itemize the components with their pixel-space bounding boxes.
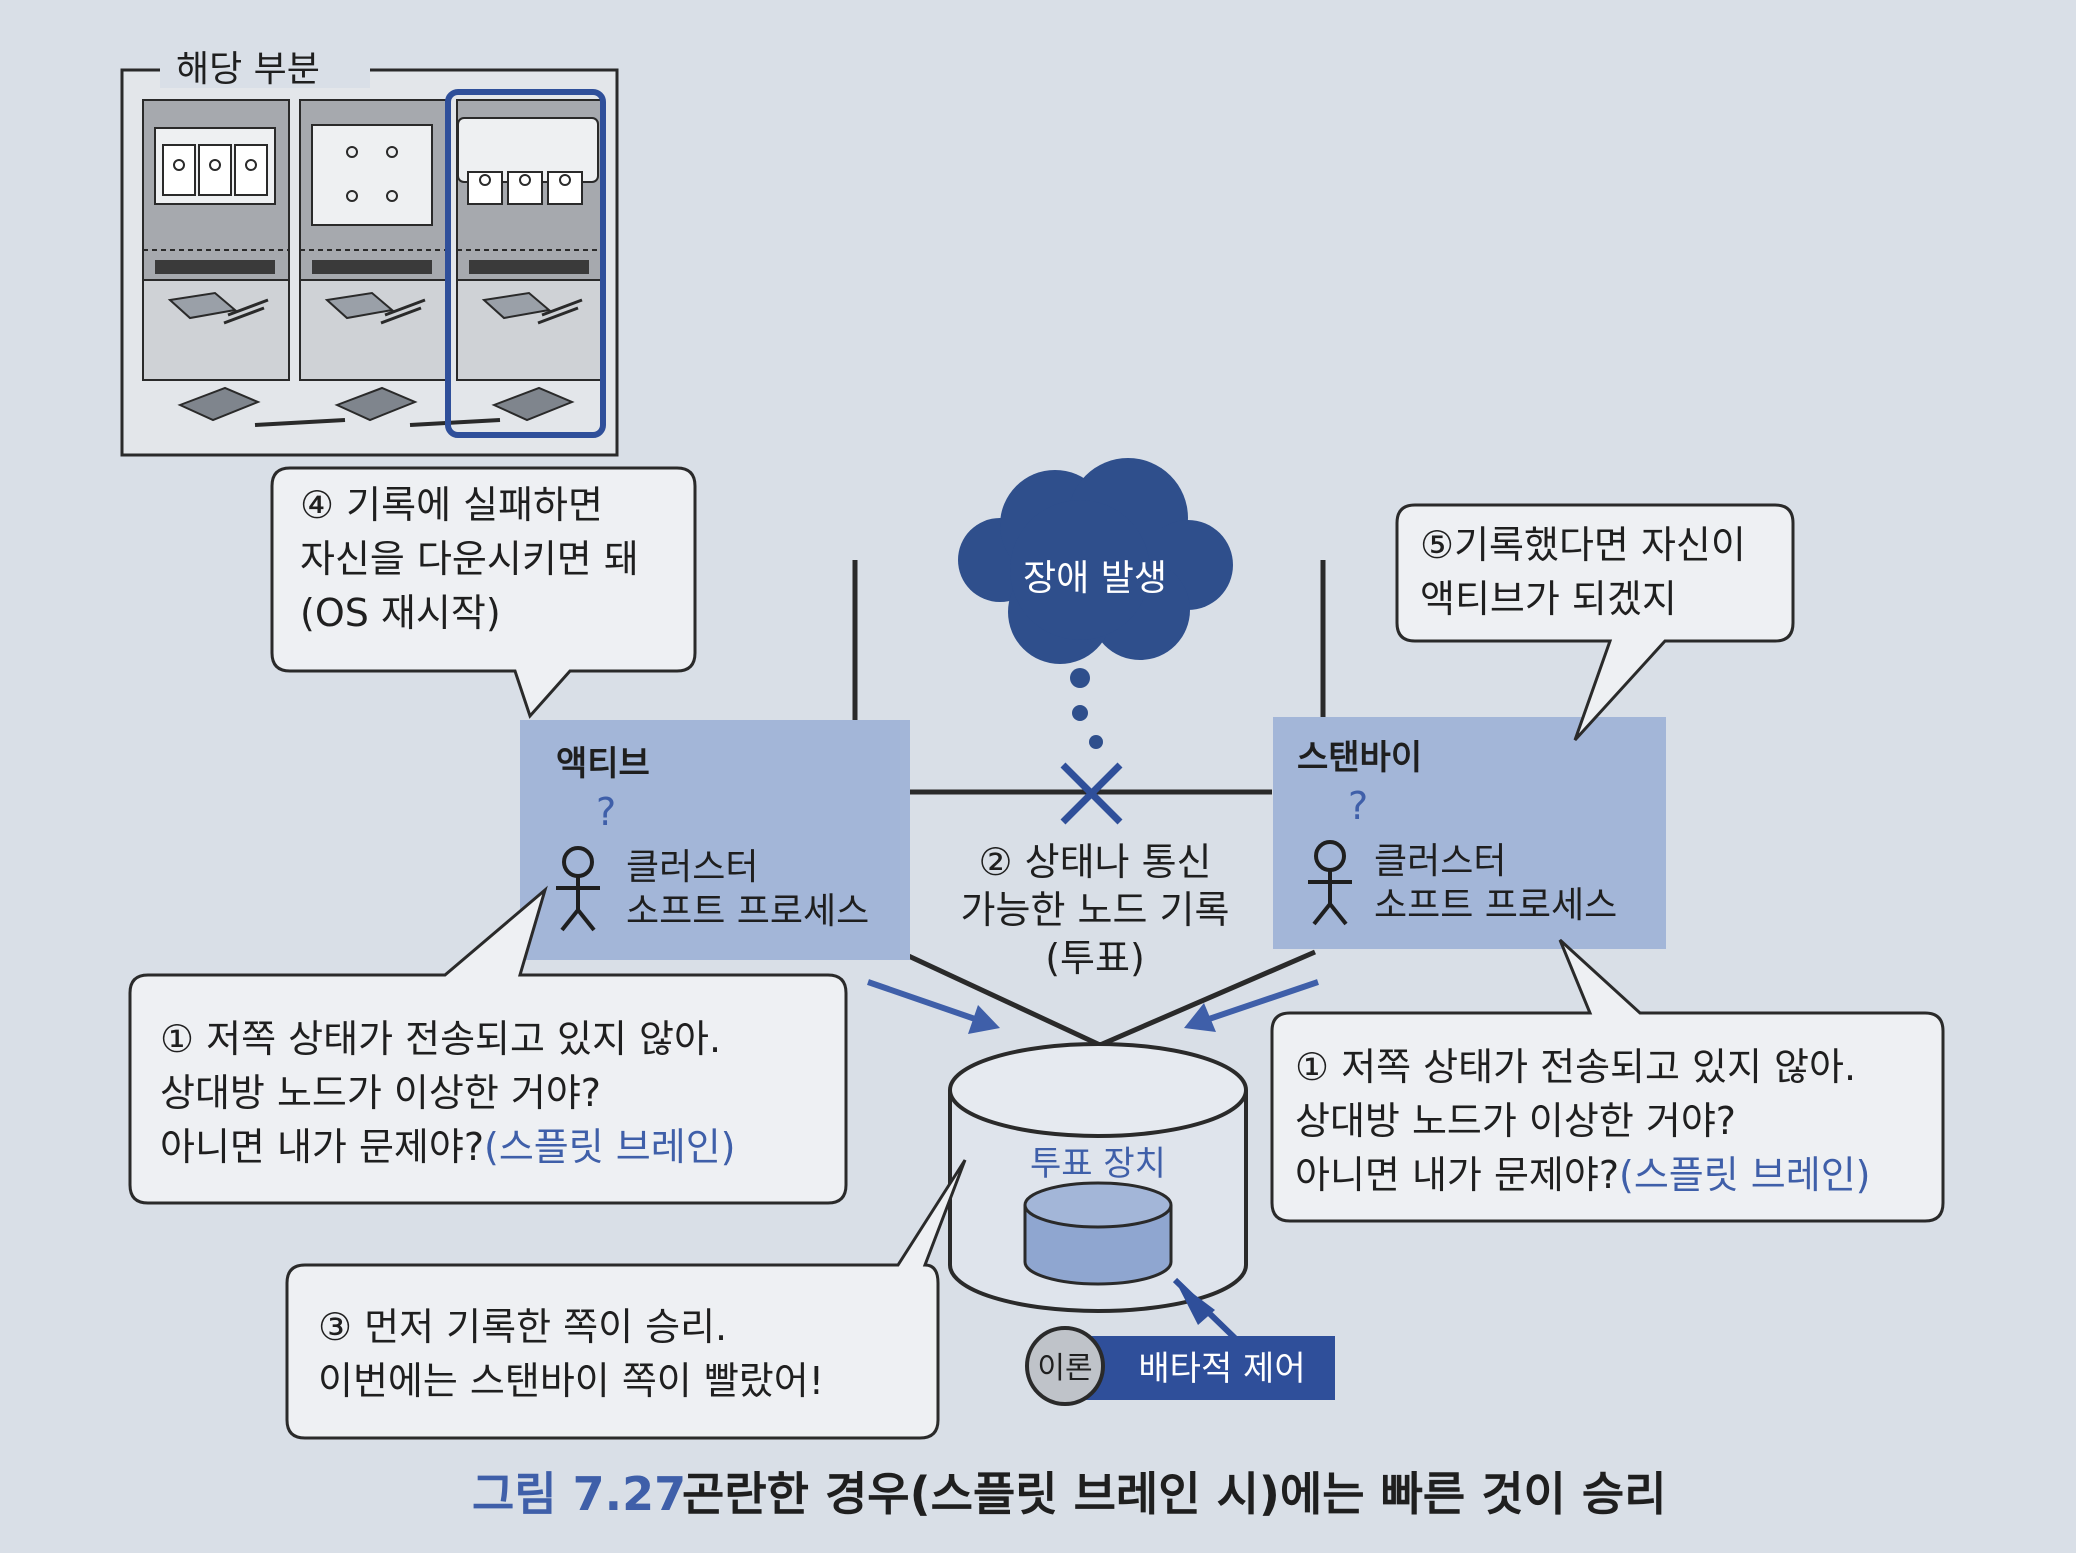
bubble-step4: ④ 기록에 실패하면 자신을 다운시키면 돼 (OS 재시작) bbox=[300, 478, 639, 640]
bubble-step5-shape bbox=[1395, 503, 1795, 742]
arrow-standby-to-device bbox=[1184, 979, 1319, 1032]
bubble-step1-left-line-2: 상대방 노드가 이상한 거야? bbox=[160, 1071, 601, 1115]
active-process-label-line-1: 클러스터 bbox=[626, 847, 759, 888]
bubble-step1-right-split-brain: (스플릿 브레인) bbox=[1619, 1153, 1871, 1197]
bubble-step1-right-line-1: ① 저쪽 상태가 전송되고 있지 않아. bbox=[1295, 1045, 1857, 1089]
theory-badge: 이론 bbox=[1037, 1351, 1092, 1386]
bubble-step3-line-1: ③ 먼저 기록한 쪽이 승리. bbox=[318, 1305, 728, 1349]
center-vote-label-line-2: 가능한 노드 기록 bbox=[960, 888, 1230, 932]
failure-x-icon bbox=[1060, 762, 1123, 825]
center-vote-label-line-3: (투표) bbox=[1045, 936, 1145, 980]
standby-person-icon bbox=[1308, 840, 1352, 926]
caption-number: 그림 7.27 bbox=[472, 1467, 687, 1521]
active-person-icon bbox=[556, 846, 600, 932]
caption-text: 곤란한 경우(스플릿 브레인 시)에는 빠른 것이 승리 bbox=[682, 1467, 1667, 1521]
standby-process-label-line-2: 소프트 프로세스 bbox=[1374, 885, 1618, 926]
bubble-step1-right-question: 아니면 내가 문제야? bbox=[1295, 1153, 1620, 1197]
bubble-step1-right-line-3: 아니면 내가 문제야?(스플릿 브레인) bbox=[1295, 1148, 1871, 1202]
bubble-step3: ③ 먼저 기록한 쪽이 승리. 이번에는 스탠바이 쪽이 빨랐어! bbox=[318, 1300, 824, 1408]
voting-device bbox=[948, 1042, 1248, 1313]
bubble-step4-line-1: ④ 기록에 실패하면 bbox=[300, 483, 603, 527]
server-column-3 bbox=[456, 99, 604, 422]
bubble-step5-line-1: ⑤기록했다면 자신이 bbox=[1420, 523, 1746, 567]
standby-process-label: 클러스터 소프트 프로세스 bbox=[1374, 840, 1617, 928]
inset-title: 해당 부분 bbox=[176, 49, 320, 90]
voting-device-label: 투표 장치 bbox=[1030, 1144, 1166, 1184]
standby-question-mark: ? bbox=[1348, 784, 1369, 828]
bubble-step1-right-line-2: 상대방 노드가 이상한 거야? bbox=[1295, 1099, 1736, 1143]
theory-label: 배타적 제어 bbox=[1138, 1349, 1305, 1389]
bubble-step3-shape bbox=[285, 1159, 967, 1440]
bubble-step1-left-question: 아니면 내가 문제야? bbox=[160, 1125, 485, 1169]
highlight-frame bbox=[445, 89, 606, 438]
bubble-step1-right-shape bbox=[1270, 938, 1945, 1223]
bubble-step4-line-3: (OS 재시작) bbox=[300, 591, 501, 635]
center-vote-label-line-1: ② 상태나 통신 bbox=[978, 840, 1212, 884]
bubble-step4-shape bbox=[270, 466, 697, 719]
active-question-mark: ? bbox=[596, 790, 617, 834]
server-column-2 bbox=[299, 99, 447, 422]
cloud-label: 장애 발생 bbox=[1023, 558, 1167, 599]
center-vote-label: ② 상태나 통신 가능한 노드 기록 (투표) bbox=[920, 838, 1270, 982]
arrow-active-to-device bbox=[867, 979, 1000, 1034]
active-node-title: 액티브 bbox=[556, 744, 650, 784]
standby-node-box bbox=[1273, 717, 1666, 949]
theory-tag bbox=[1025, 1277, 1335, 1406]
bubble-step5-line-2: 액티브가 되겠지 bbox=[1420, 577, 1677, 621]
bubble-step1-left-split-brain: (스플릿 브레인) bbox=[484, 1125, 736, 1169]
bubble-step5: ⑤기록했다면 자신이 액티브가 되겠지 bbox=[1420, 518, 1746, 626]
active-process-label: 클러스터 소프트 프로세스 bbox=[626, 846, 869, 934]
bubble-step1-left: ① 저쪽 상태가 전송되고 있지 않아. 상대방 노드가 이상한 거야? 아니면… bbox=[160, 1012, 736, 1174]
bubble-step3-line-2: 이번에는 스탠바이 쪽이 빨랐어! bbox=[318, 1359, 824, 1403]
bubble-step1-left-shape bbox=[128, 885, 848, 1205]
active-process-label-line-2: 소프트 프로세스 bbox=[626, 891, 870, 932]
standby-node-title: 스탠바이 bbox=[1297, 738, 1423, 778]
bubble-step1-left-line-1: ① 저쪽 상태가 전송되고 있지 않아. bbox=[160, 1017, 722, 1061]
server-column-1 bbox=[142, 99, 290, 422]
failure-cloud-icon bbox=[958, 458, 1233, 749]
inset-illustration bbox=[120, 52, 619, 457]
standby-process-label-line-1: 클러스터 bbox=[1374, 841, 1507, 882]
bubble-step4-line-2: 자신을 다운시키면 돼 bbox=[300, 537, 639, 581]
bubble-step1-right: ① 저쪽 상태가 전송되고 있지 않아. 상대방 노드가 이상한 거야? 아니면… bbox=[1295, 1040, 1871, 1202]
bubble-step1-left-line-3: 아니면 내가 문제야?(스플릿 브레인) bbox=[160, 1120, 736, 1174]
